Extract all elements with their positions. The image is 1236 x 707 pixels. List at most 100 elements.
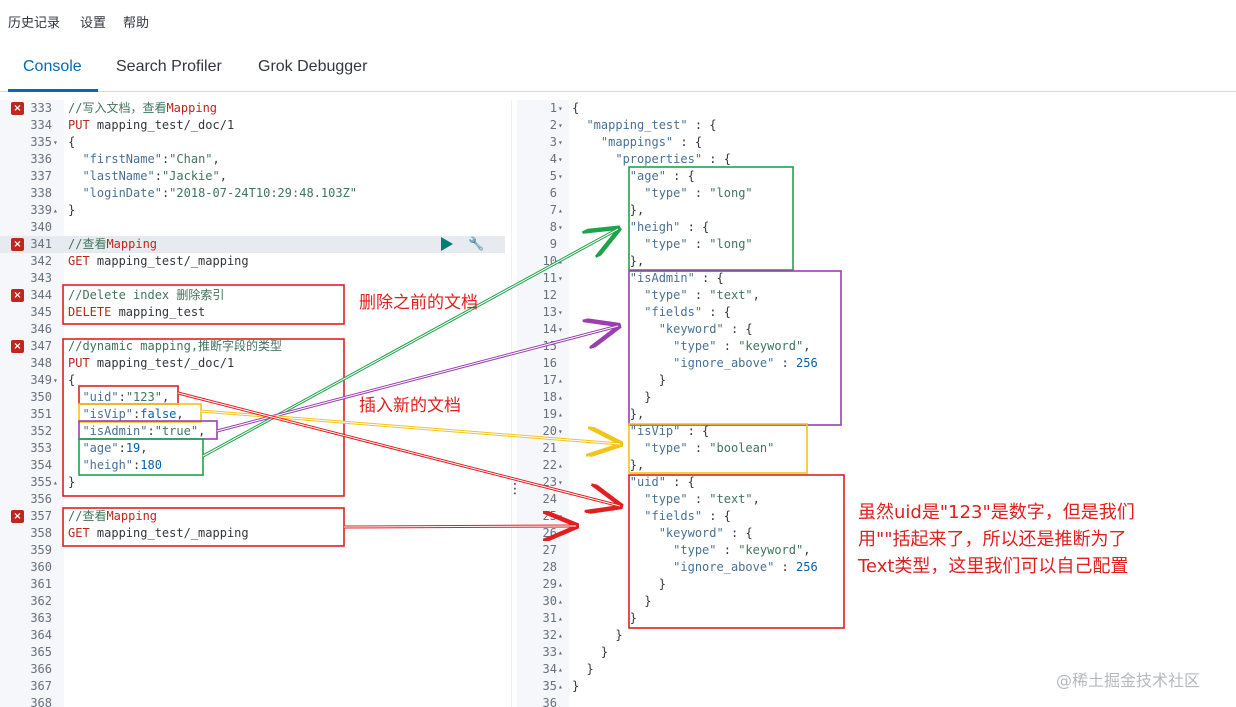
- line-number: 334: [30, 118, 52, 132]
- indent: [572, 322, 659, 336]
- line-number: 14: [542, 322, 557, 336]
- line-number: 349: [30, 373, 52, 387]
- request-line[interactable]: 356: [0, 491, 505, 508]
- request-line[interactable]: 357×//查看Mapping: [0, 508, 505, 525]
- json-punct: ,: [219, 169, 227, 183]
- request-line[interactable]: 346: [0, 321, 505, 338]
- request-line[interactable]: 341×//查看Mapping🔧: [0, 236, 505, 253]
- code-text: "heigh":180: [68, 457, 162, 474]
- request-line[interactable]: 343: [0, 270, 505, 287]
- indent: [572, 611, 630, 625]
- request-line[interactable]: 333×//写入文档，查看Mapping: [0, 100, 505, 117]
- code-text: "type" : "text",: [572, 491, 760, 508]
- code-text: "mapping_test" : {: [572, 117, 716, 134]
- indent: [572, 271, 630, 285]
- line-number: 19: [542, 407, 557, 421]
- json-punct: : {: [673, 135, 703, 149]
- request-line[interactable]: 339▴}: [0, 202, 505, 219]
- tab-search-profiler[interactable]: Search Profiler: [116, 58, 222, 75]
- json-punct: ,: [803, 543, 811, 557]
- code-content: //写入文档，查看: [68, 101, 167, 115]
- request-line[interactable]: 335▾{: [0, 134, 505, 151]
- play-icon[interactable]: [441, 237, 453, 251]
- http-method: PUT: [68, 118, 90, 132]
- request-line[interactable]: 354 "heigh":180: [0, 457, 505, 474]
- response-line: 18▴ }: [517, 389, 1236, 406]
- code-text: PUT mapping_test/_doc/1: [68, 355, 234, 372]
- json-punct: : {: [694, 271, 724, 285]
- json-punct: : {: [665, 475, 695, 489]
- json-key: "age": [82, 441, 119, 455]
- json-key: "keyword": [658, 526, 724, 540]
- request-line[interactable]: 362: [0, 593, 505, 610]
- menu-help[interactable]: 帮助: [123, 16, 150, 31]
- request-line[interactable]: 366: [0, 661, 505, 678]
- code-text: DELETE mapping_test: [68, 304, 205, 321]
- json-punct: : {: [680, 220, 710, 234]
- request-line[interactable]: 361: [0, 576, 505, 593]
- response-line: 23▾ "uid" : {: [517, 474, 1236, 491]
- request-line[interactable]: 360: [0, 559, 505, 576]
- request-line[interactable]: 349▾{: [0, 372, 505, 389]
- json-key: "isAdmin": [629, 271, 695, 285]
- request-line[interactable]: 365: [0, 644, 505, 661]
- json-string: "keyword": [738, 339, 804, 353]
- wrench-icon[interactable]: 🔧: [468, 237, 485, 252]
- code-text: "ignore_above" : 256: [572, 355, 818, 372]
- request-line[interactable]: 353 "age":19,: [0, 440, 505, 457]
- pane-divider[interactable]: [511, 100, 512, 707]
- code-text: }: [572, 661, 593, 678]
- json-punct: :: [687, 186, 710, 200]
- request-line[interactable]: 338 "loginDate":"2018-07-24T10:29:48.103…: [0, 185, 505, 202]
- json-string: "2018-07-24T10:29:48.103Z": [169, 186, 358, 200]
- tab-grok-debugger[interactable]: Grok Debugger: [258, 58, 368, 75]
- code-text: //Delete index 删除索引: [68, 287, 224, 304]
- request-line[interactable]: 340: [0, 219, 505, 236]
- code-text: {: [68, 134, 75, 151]
- tab-console[interactable]: Console: [23, 58, 82, 75]
- request-line[interactable]: 363: [0, 610, 505, 627]
- colon: :: [118, 390, 126, 404]
- line-number: 343: [30, 271, 52, 285]
- fold-toggle-icon: ▾: [558, 223, 563, 232]
- json-key: "heigh": [629, 220, 681, 234]
- request-line[interactable]: 337 "lastName":"Jackie",: [0, 168, 505, 185]
- request-line[interactable]: 347×//dynamic mapping,推断字段的类型: [0, 338, 505, 355]
- indent: [68, 441, 82, 455]
- request-line[interactable]: 355▴}: [0, 474, 505, 491]
- line-number: 6: [549, 186, 557, 200]
- menu-history[interactable]: 历史记录: [8, 16, 61, 31]
- request-line[interactable]: 367: [0, 678, 505, 695]
- request-line[interactable]: 352 "isAdmin":"true",: [0, 423, 505, 440]
- code-text: //dynamic mapping,推断字段的类型: [68, 338, 282, 355]
- json-punct: ,: [212, 152, 220, 166]
- request-line[interactable]: 336 "firstName":"Chan",: [0, 151, 505, 168]
- fold-toggle-icon: ▾: [558, 308, 563, 317]
- request-line[interactable]: 364: [0, 627, 505, 644]
- line-number: 15: [542, 339, 557, 353]
- json-key: "uid": [629, 475, 666, 489]
- response-viewer[interactable]: 1▾{2▾ "mapping_test" : {3▾ "mappings" : …: [517, 100, 1236, 707]
- code-content: {: [572, 101, 580, 115]
- indent: [68, 458, 82, 472]
- request-line[interactable]: 368: [0, 695, 505, 707]
- menu-settings[interactable]: 设置: [80, 16, 107, 31]
- code-text: }: [572, 576, 666, 593]
- json-key: "age": [629, 169, 666, 183]
- code-text: }: [68, 474, 75, 491]
- http-method: GET: [68, 526, 90, 540]
- code-text: //查看Mapping: [68, 508, 157, 525]
- fold-toggle-icon: ▴: [558, 580, 563, 589]
- indent: [572, 390, 644, 404]
- request-line[interactable]: 359: [0, 542, 505, 559]
- line-number: 358: [30, 526, 52, 540]
- code-content: //dynamic mapping,推断字段的类型: [68, 339, 283, 353]
- line-number: 31: [542, 611, 557, 625]
- code-text: "fields" : {: [572, 508, 731, 525]
- response-line: 21 "type" : "boolean": [517, 440, 1236, 457]
- response-line: 3▾ "mappings" : {: [517, 134, 1236, 151]
